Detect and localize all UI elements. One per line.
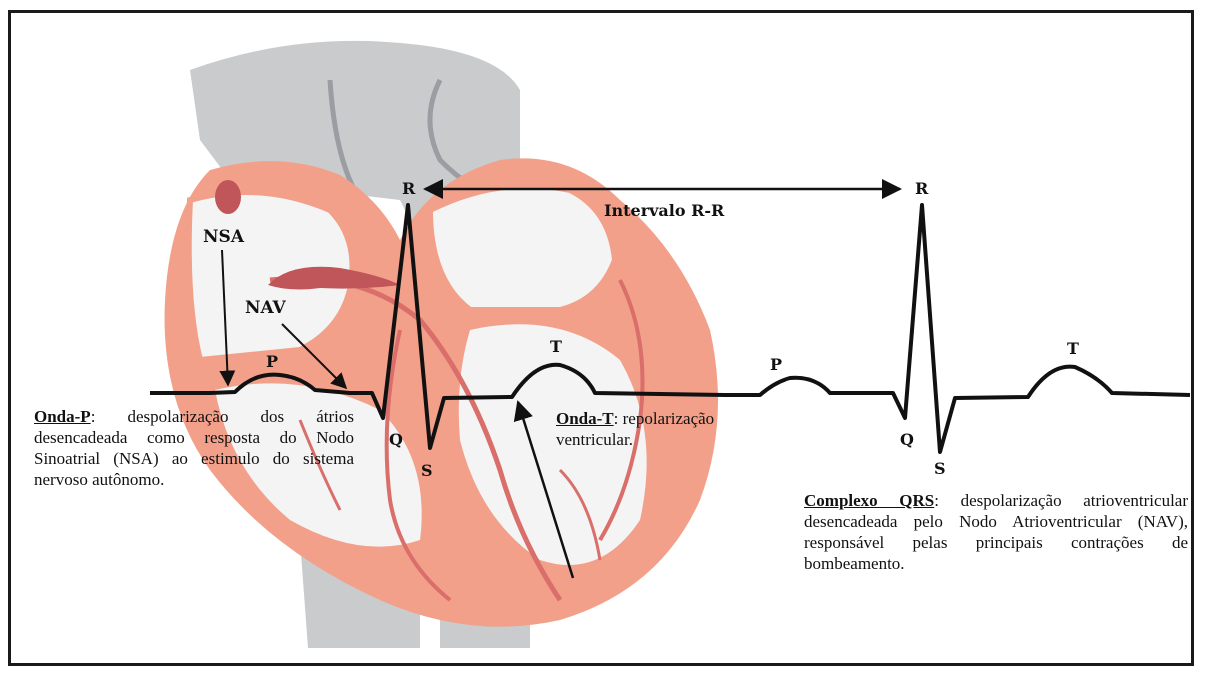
nav-label: NAV (245, 298, 286, 318)
t-wave-term: Onda-T (556, 409, 614, 428)
t-label-2: T (1067, 339, 1079, 358)
q-label-2: Q (900, 430, 914, 449)
rr-interval-label: Intervalo R-R (604, 201, 725, 220)
left-atrium-chamber (430, 186, 615, 311)
s-label-1: S (421, 461, 433, 480)
p-wave-term: Onda-P (34, 407, 91, 426)
p-label-2: P (770, 355, 782, 374)
t-wave-description: Onda-T: repolarização ventricular. (556, 408, 756, 450)
s-label-2: S (934, 459, 946, 478)
qrs-description: Complexo QRS: despolarização atrioventri… (804, 490, 1188, 574)
q-label-1: Q (389, 430, 403, 449)
sa-node (215, 180, 241, 214)
r-label-1: R (402, 179, 416, 198)
p-label-1: P (266, 352, 278, 371)
r-label-2: R (915, 179, 929, 198)
nsa-label: NSA (203, 227, 245, 247)
t-label-1: T (550, 337, 562, 356)
qrs-term: Complexo QRS (804, 491, 934, 510)
p-wave-description: Onda-P: despolarização dos átrios desenc… (34, 406, 354, 490)
